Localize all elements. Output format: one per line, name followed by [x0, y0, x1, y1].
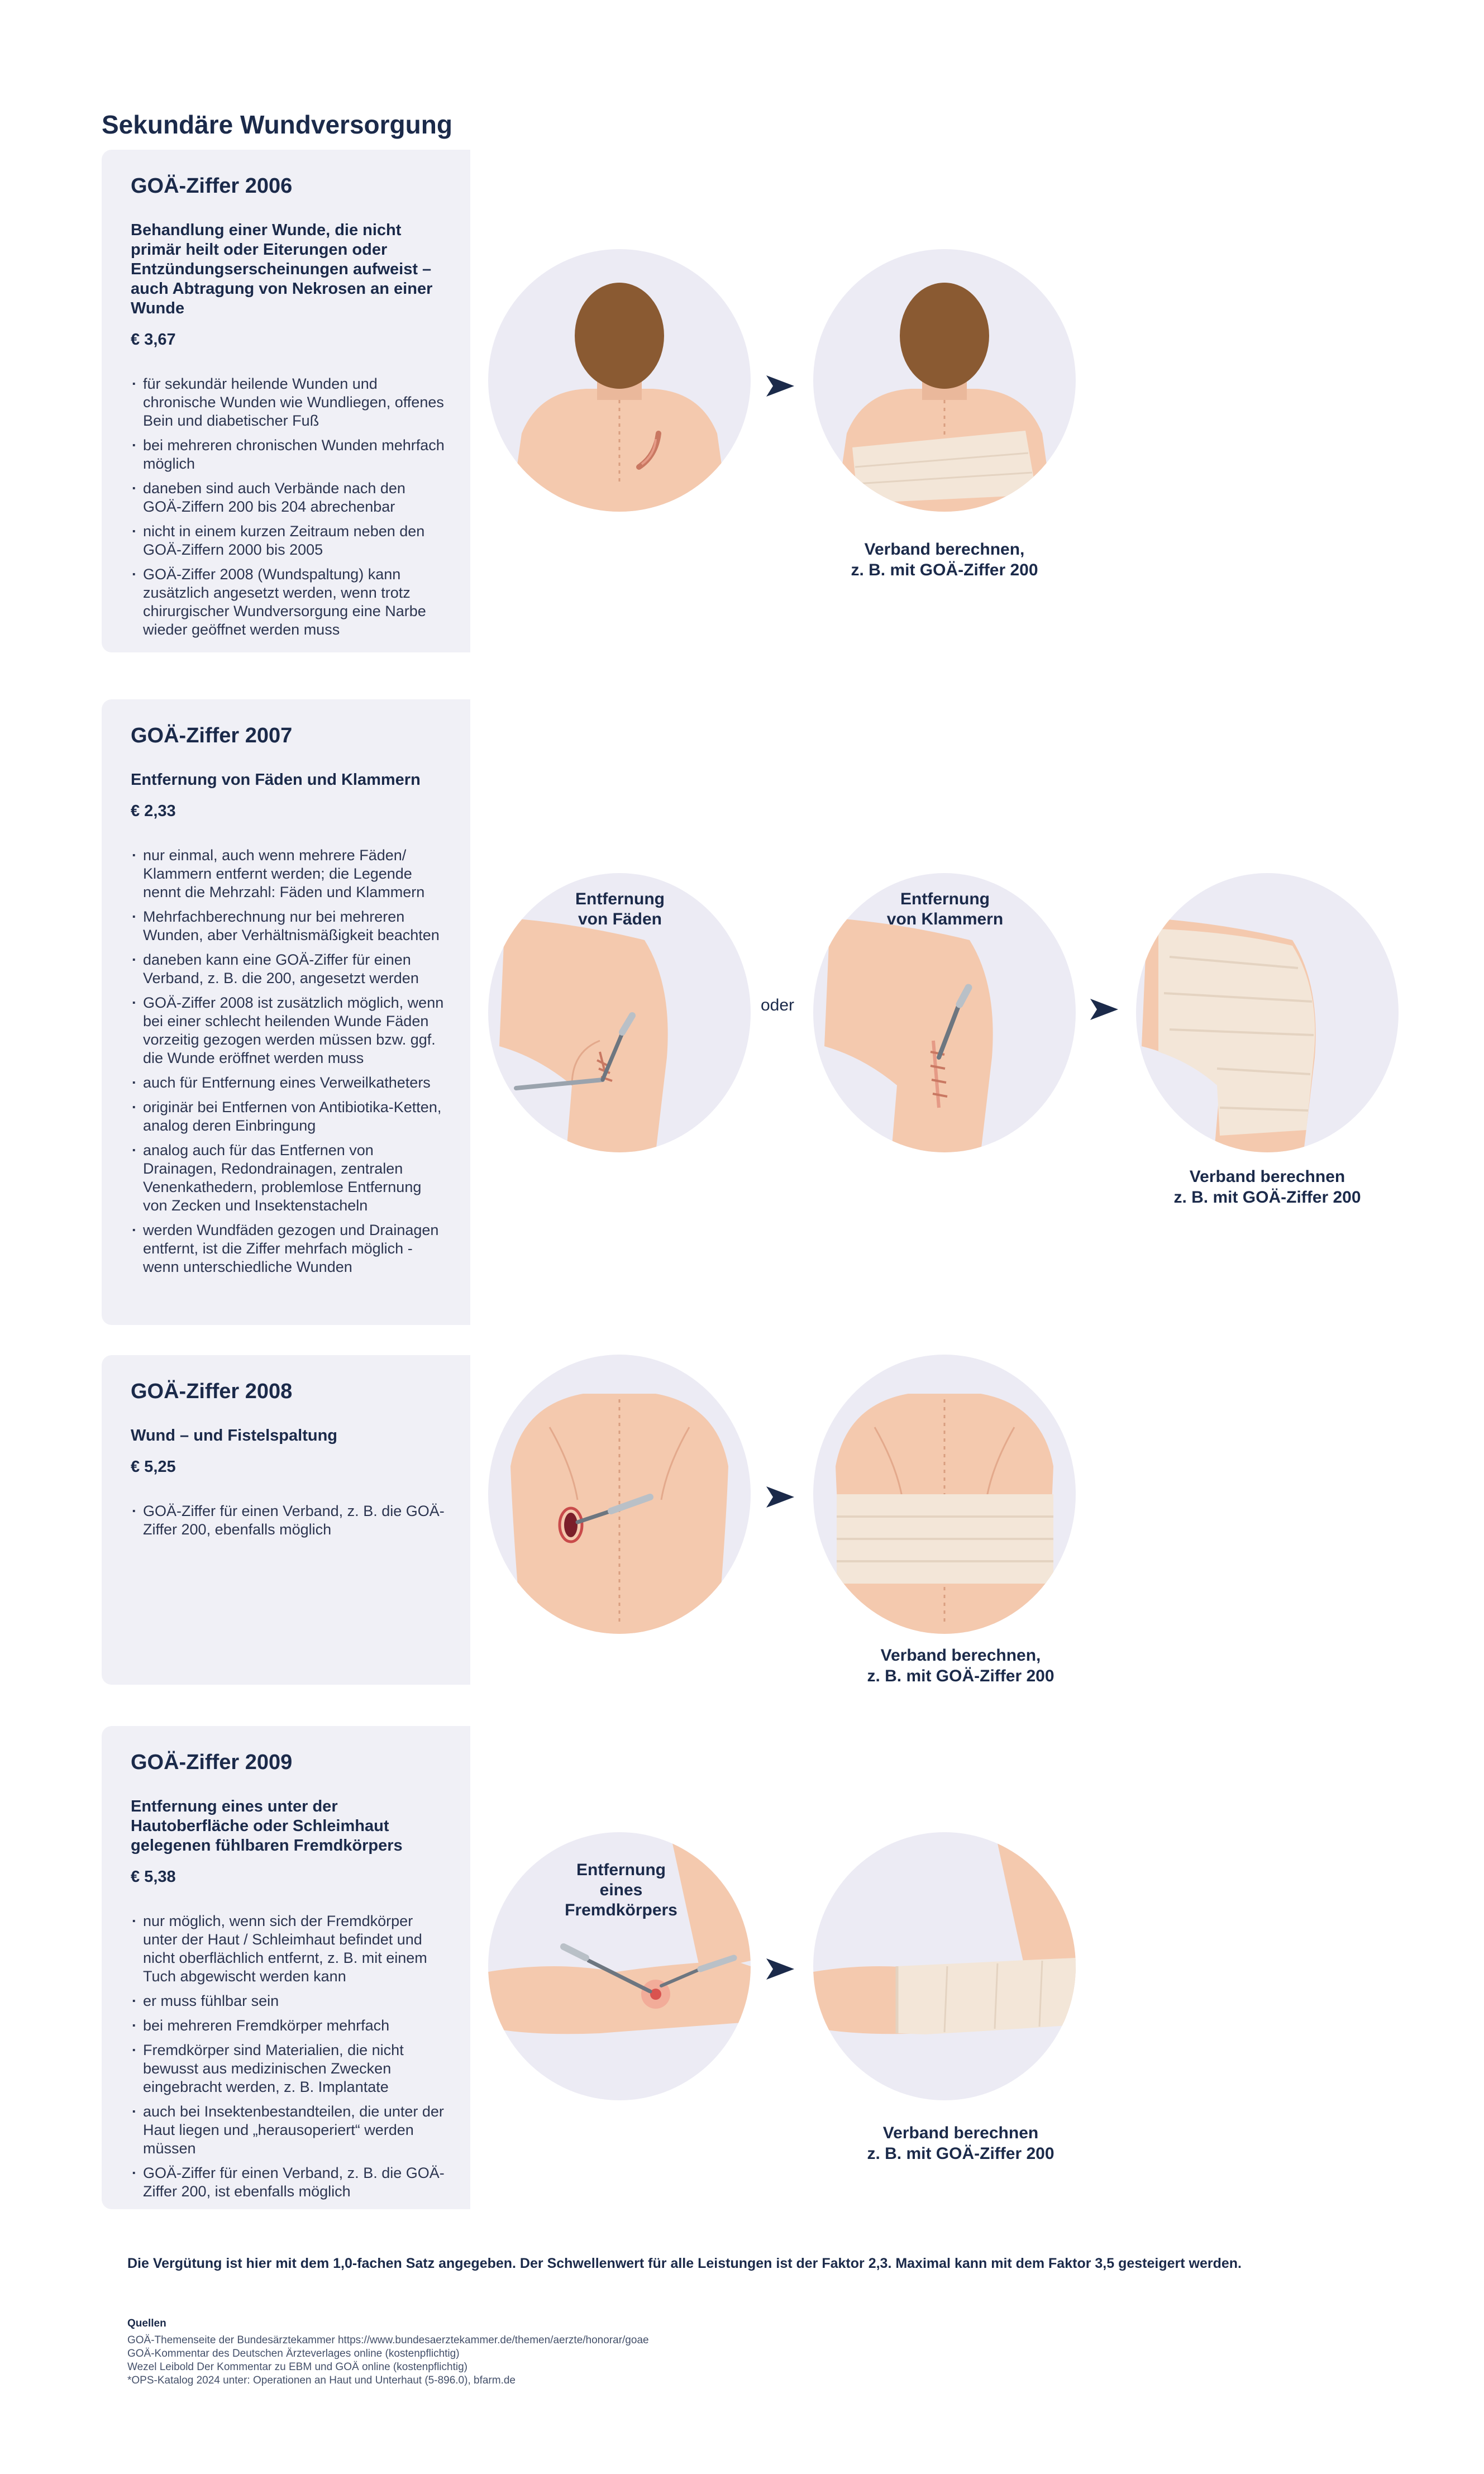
list-item: bei mehreren chronischen Wunden mehrfach… [131, 436, 448, 473]
illustration-arm-bandaged [813, 1832, 1076, 2100]
list-item: GOÄ-Ziffer für einen Verband, z. B. die … [131, 1502, 448, 1539]
illustration-torso-bandaged [813, 1355, 1076, 1634]
page-title: Sekundäre Wundversorgung [102, 110, 452, 139]
label-threads: Entfernung von Fäden [575, 890, 665, 928]
sources: Quellen GOÄ-Themenseite der Bundesärztek… [127, 2317, 649, 2387]
illustration-knee-staples [813, 873, 1076, 1152]
list-item: Fremdkörper sind Materialien, die nicht … [131, 2041, 448, 2096]
card-price: € 3,67 [131, 331, 176, 349]
card-description: Entfernung von Fäden und Klammern [131, 771, 421, 789]
card-heading: GOÄ-Ziffer 2008 [131, 1380, 293, 1403]
list-item: auch bei Insektenbestandteilen, die unte… [131, 2103, 448, 2158]
list-item: nicht in einem kurzen Zeitraum neben den… [131, 522, 448, 559]
arrow-right-icon [766, 1958, 794, 1980]
illustration-back-wound [488, 249, 751, 512]
list-item: GOÄ-Ziffer für einen Verband, z. B. die … [131, 2164, 448, 2201]
card-goae-2007: GOÄ-Ziffer 2007 Entfernung von Fäden und… [102, 699, 470, 1325]
list-item: er muss fühlbar sein [131, 1992, 448, 2010]
card-heading: GOÄ-Ziffer 2006 [131, 174, 293, 198]
sources-title: Quellen [127, 2318, 166, 2329]
card-goae-2009: GOÄ-Ziffer 2009 Entfernung eines unter d… [102, 1726, 470, 2209]
bullet-list: GOÄ-Ziffer für einen Verband, z. B. die … [131, 1502, 448, 1539]
card-price: € 2,33 [131, 802, 176, 820]
card-goae-2008: GOÄ-Ziffer 2008 Wund – und Fistelspaltun… [102, 1355, 470, 1685]
list-item: originär bei Entfernen von Antibiotika-K… [131, 1098, 448, 1135]
list-item: Mehrfachberechnung nur bei mehreren Wund… [131, 908, 448, 945]
illustration-torso-incision [488, 1355, 751, 1634]
arrow-right-icon [1090, 999, 1118, 1020]
card-description: Behandlung einer Wunde, die nicht primär… [131, 221, 433, 317]
source-line: GOÄ-Themenseite der Bundesärztekammer ht… [127, 2334, 649, 2346]
card-description: Wund – und Fistelspaltung [131, 1427, 338, 1445]
or-label: oder [761, 996, 795, 1014]
list-item: werden Wundfäden gezogen und Drainagen e… [131, 1221, 448, 1276]
list-item: GOÄ-Ziffer 2008 ist zusätzlich möglich, … [131, 994, 448, 1067]
bullet-list: nur möglich, wenn sich der Fremdkörper u… [131, 1912, 448, 2201]
caption-bandage-2008: Verband berechnen, z. B. mit GOÄ-Ziffer … [867, 1646, 1054, 1685]
card-goae-2006: GOÄ-Ziffer 2006 Behandlung einer Wunde, … [102, 150, 470, 652]
source-line: GOÄ-Kommentar des Deutschen Ärzteverlage… [127, 2348, 460, 2359]
card-heading: GOÄ-Ziffer 2007 [131, 724, 293, 747]
arrow-right-icon [766, 375, 794, 397]
label-foreign-body: Entfernung eines Fremdkörpers [565, 1861, 677, 1919]
list-item: daneben kann eine GOÄ-Ziffer für einen V… [131, 951, 448, 988]
illustration-back-bandaged [813, 249, 1076, 512]
arrow-right-icon [766, 1486, 794, 1508]
list-item: daneben sind auch Verbände nach den GOÄ-… [131, 479, 448, 516]
list-item: GOÄ-Ziffer 2008 (Wundspaltung) kann zusä… [131, 565, 448, 639]
caption-bandage-2007: Verband berechnen z. B. mit GOÄ-Ziffer 2… [1173, 1167, 1361, 1207]
bullet-list: nur einmal, auch wenn mehrere Fäden/ Kla… [131, 846, 448, 1276]
list-item: nur einmal, auch wenn mehrere Fäden/ Kla… [131, 846, 448, 902]
card-description: Entfernung eines unter der Hautoberfläch… [131, 1798, 403, 1855]
list-item: bei mehreren Fremdkörper mehrfach [131, 2017, 448, 2035]
source-line: Wezel Leibold Der Kommentar zu EBM und G… [127, 2361, 467, 2373]
illustration-knee-threads [488, 873, 751, 1152]
source-line: *OPS-Katalog 2024 unter: Operationen an … [127, 2375, 516, 2386]
list-item: auch für Entfernung eines Verweilkathete… [131, 1074, 448, 1092]
card-heading: GOÄ-Ziffer 2009 [131, 1751, 293, 1774]
illustration-knee-bandaged [1136, 873, 1399, 1152]
bullet-list: für sekundär heilende Wunden und chronis… [131, 375, 448, 639]
list-item: für sekundär heilende Wunden und chronis… [131, 375, 448, 430]
list-item: analog auch für das Entfernen von Draina… [131, 1141, 448, 1215]
caption-bandage-2009: Verband berechnen z. B. mit GOÄ-Ziffer 2… [867, 2124, 1054, 2163]
card-price: € 5,25 [131, 1458, 176, 1476]
card-price: € 5,38 [131, 1868, 176, 1886]
caption-bandage-2006: Verband berechnen, z. B. mit GOÄ-Ziffer … [851, 540, 1038, 579]
list-item: nur möglich, wenn sich der Fremdkörper u… [131, 1912, 448, 1986]
label-staples: Entfernung von Klammern [886, 890, 1004, 928]
footnote: Die Vergütung ist hier mit dem 1,0-fache… [127, 2256, 1242, 2271]
